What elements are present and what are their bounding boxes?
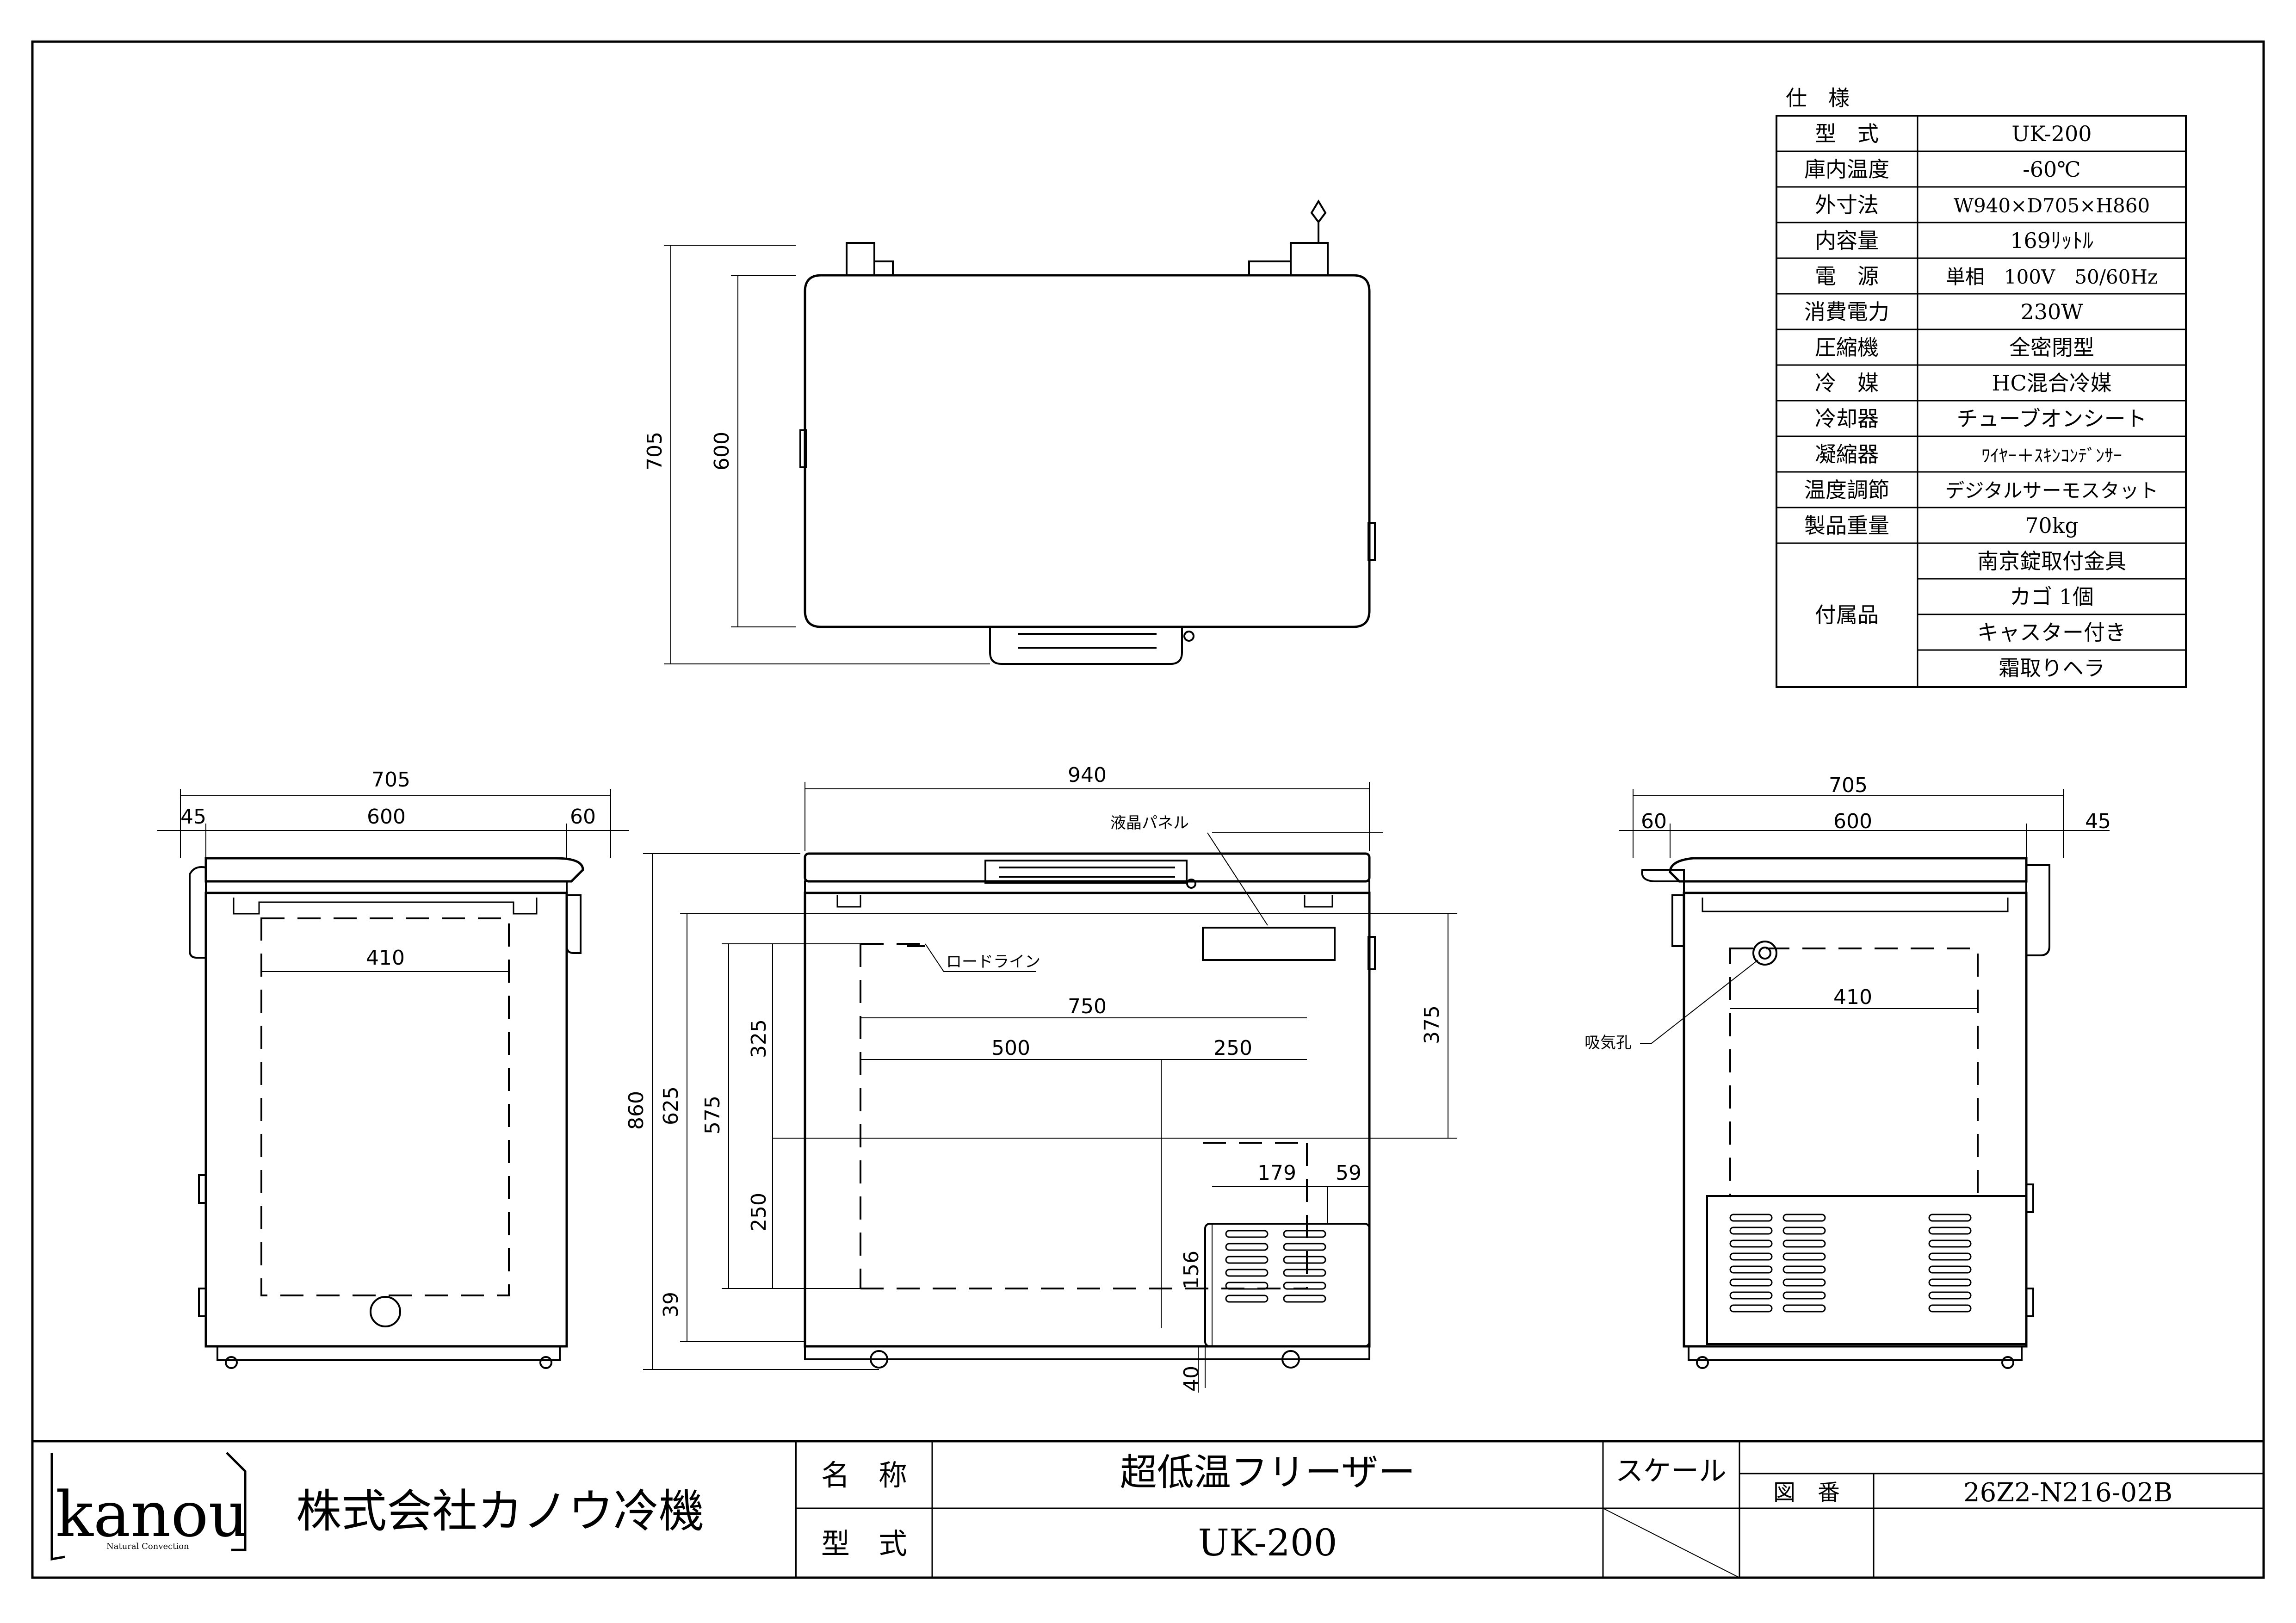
front-dim-325: 325 [747, 1019, 771, 1058]
spec-label-10: 温度調節 [1804, 477, 1889, 502]
spec-label-4: 電 源 [1815, 264, 1879, 289]
spec-value-2: W940×D705×H860 [1954, 194, 2150, 217]
spec-label-9: 凝縮器 [1815, 442, 1879, 467]
spec-value-1: -60℃ [2023, 157, 2081, 182]
name-label: 名 称 [821, 1458, 907, 1492]
front-dim-940: 940 [1068, 763, 1107, 787]
spec-title: 仕 様 [1786, 86, 1850, 111]
drawing-no-label: 図 番 [1773, 1480, 1840, 1505]
front-dim-625: 625 [659, 1086, 683, 1125]
right-side-view: 705 60 600 45 410 吸気孔 [1584, 774, 2111, 1369]
front-dim-375: 375 [1420, 1005, 1444, 1044]
title-block: kanou Natural Convection 株式会社カノウ冷機 名 称 超… [32, 1440, 2264, 1578]
sheet-border [31, 40, 2265, 1579]
spec-accessory-2: キャスター付き [1977, 620, 2126, 645]
logo-text: kanou [56, 1478, 248, 1551]
spec-value-11: 70kg [2025, 513, 2079, 538]
logo-subtitle: Natural Convection [106, 1542, 189, 1551]
front-dim-156: 156 [1180, 1251, 1203, 1289]
spec-value-0: UK-200 [2011, 121, 2092, 146]
spec-value-3: 169ﾘｯﾄﾙ [2010, 228, 2093, 253]
spec-label-3: 内容量 [1815, 228, 1879, 253]
spec-value-7: HC混合冷媒 [1992, 371, 2111, 396]
right-dim-705: 705 [1829, 774, 1868, 797]
front-dim-39: 39 [659, 1292, 683, 1318]
front-dim-860: 860 [625, 1091, 648, 1130]
right-dim-410: 410 [1833, 985, 1872, 1009]
spec-label-5: 消費電力 [1804, 299, 1889, 324]
front-dim-250a: 250 [747, 1193, 771, 1232]
spec-accessory-label: 付属品 [1815, 602, 1879, 627]
spec-label-8: 冷却器 [1815, 406, 1879, 431]
scale-label: スケール [1615, 1455, 1727, 1487]
spec-value-5: 230W [2020, 299, 2083, 324]
model-value: UK-200 [1198, 1521, 1337, 1564]
intake-hole-note: 吸気孔 [1584, 1034, 1632, 1052]
front-dim-40: 40 [1180, 1366, 1203, 1392]
drawing-no: 26Z2-N216-02B [1963, 1478, 2172, 1508]
left-dim-600: 600 [367, 805, 406, 829]
spec-value-10: デジタルサーモスタット [1945, 479, 2158, 502]
front-view: 940 860 625 575 325 250 39 750 500 250 3… [625, 763, 1457, 1393]
front-dim-59: 59 [1336, 1161, 1362, 1185]
load-line-note: ロードライン [946, 953, 1040, 971]
front-dim-250b: 250 [1213, 1036, 1252, 1060]
right-dim-45: 45 [2085, 810, 2111, 833]
top-dim-600: 600 [710, 432, 734, 471]
right-dim-600: 600 [1833, 810, 1872, 833]
left-dim-705: 705 [371, 768, 410, 792]
spec-accessory-3: 霜取りヘラ [1999, 656, 2105, 681]
company-name: 株式会社カノウ冷機 [296, 1485, 704, 1538]
top-dim-705: 705 [643, 432, 667, 471]
spec-label-1: 庫内温度 [1804, 157, 1889, 182]
front-dim-575: 575 [701, 1096, 724, 1134]
front-dim-750: 750 [1068, 995, 1107, 1018]
spec-label-0: 型 式 [1815, 121, 1879, 146]
name-value: 超低温フリーザー [1120, 1451, 1415, 1494]
spec-label-2: 外寸法 [1815, 192, 1879, 217]
spec-label-11: 製品重量 [1804, 513, 1889, 538]
spec-accessory-0: 南京錠取付金具 [1977, 549, 2126, 574]
spec-value-4: 単相 100V 50/60Hz [1946, 266, 2158, 288]
top-view: 705 600 [643, 199, 1376, 665]
left-side-view: 705 45 600 60 410 [157, 768, 629, 1369]
spec-label-6: 圧縮機 [1815, 335, 1879, 360]
left-dim-410: 410 [366, 946, 405, 970]
spec-table: 仕 様 型 式 UK-200 庫内温度 -60℃ 外寸法 W940× [1776, 86, 2187, 688]
left-dim-60: 60 [570, 805, 596, 829]
front-dim-500: 500 [991, 1036, 1030, 1060]
logo-mark [50, 1452, 247, 1561]
left-dim-45: 45 [180, 805, 206, 829]
model-label: 型 式 [821, 1527, 907, 1561]
spec-value-6: 全密閉型 [2009, 335, 2094, 360]
lcd-panel-note: 液晶パネル [1110, 814, 1189, 832]
spec-accessory-1: カゴ 1個 [2010, 584, 2094, 609]
spec-label-7: 冷 媒 [1815, 371, 1879, 396]
spec-value-9: ﾜｲﾔｰ＋ｽｷﾝｺﾝﾃﾞﾝｻｰ [1981, 446, 2122, 466]
spec-value-8: チューブオンシート [1956, 406, 2147, 431]
front-dim-179: 179 [1257, 1161, 1296, 1185]
right-dim-60: 60 [1641, 810, 1667, 833]
